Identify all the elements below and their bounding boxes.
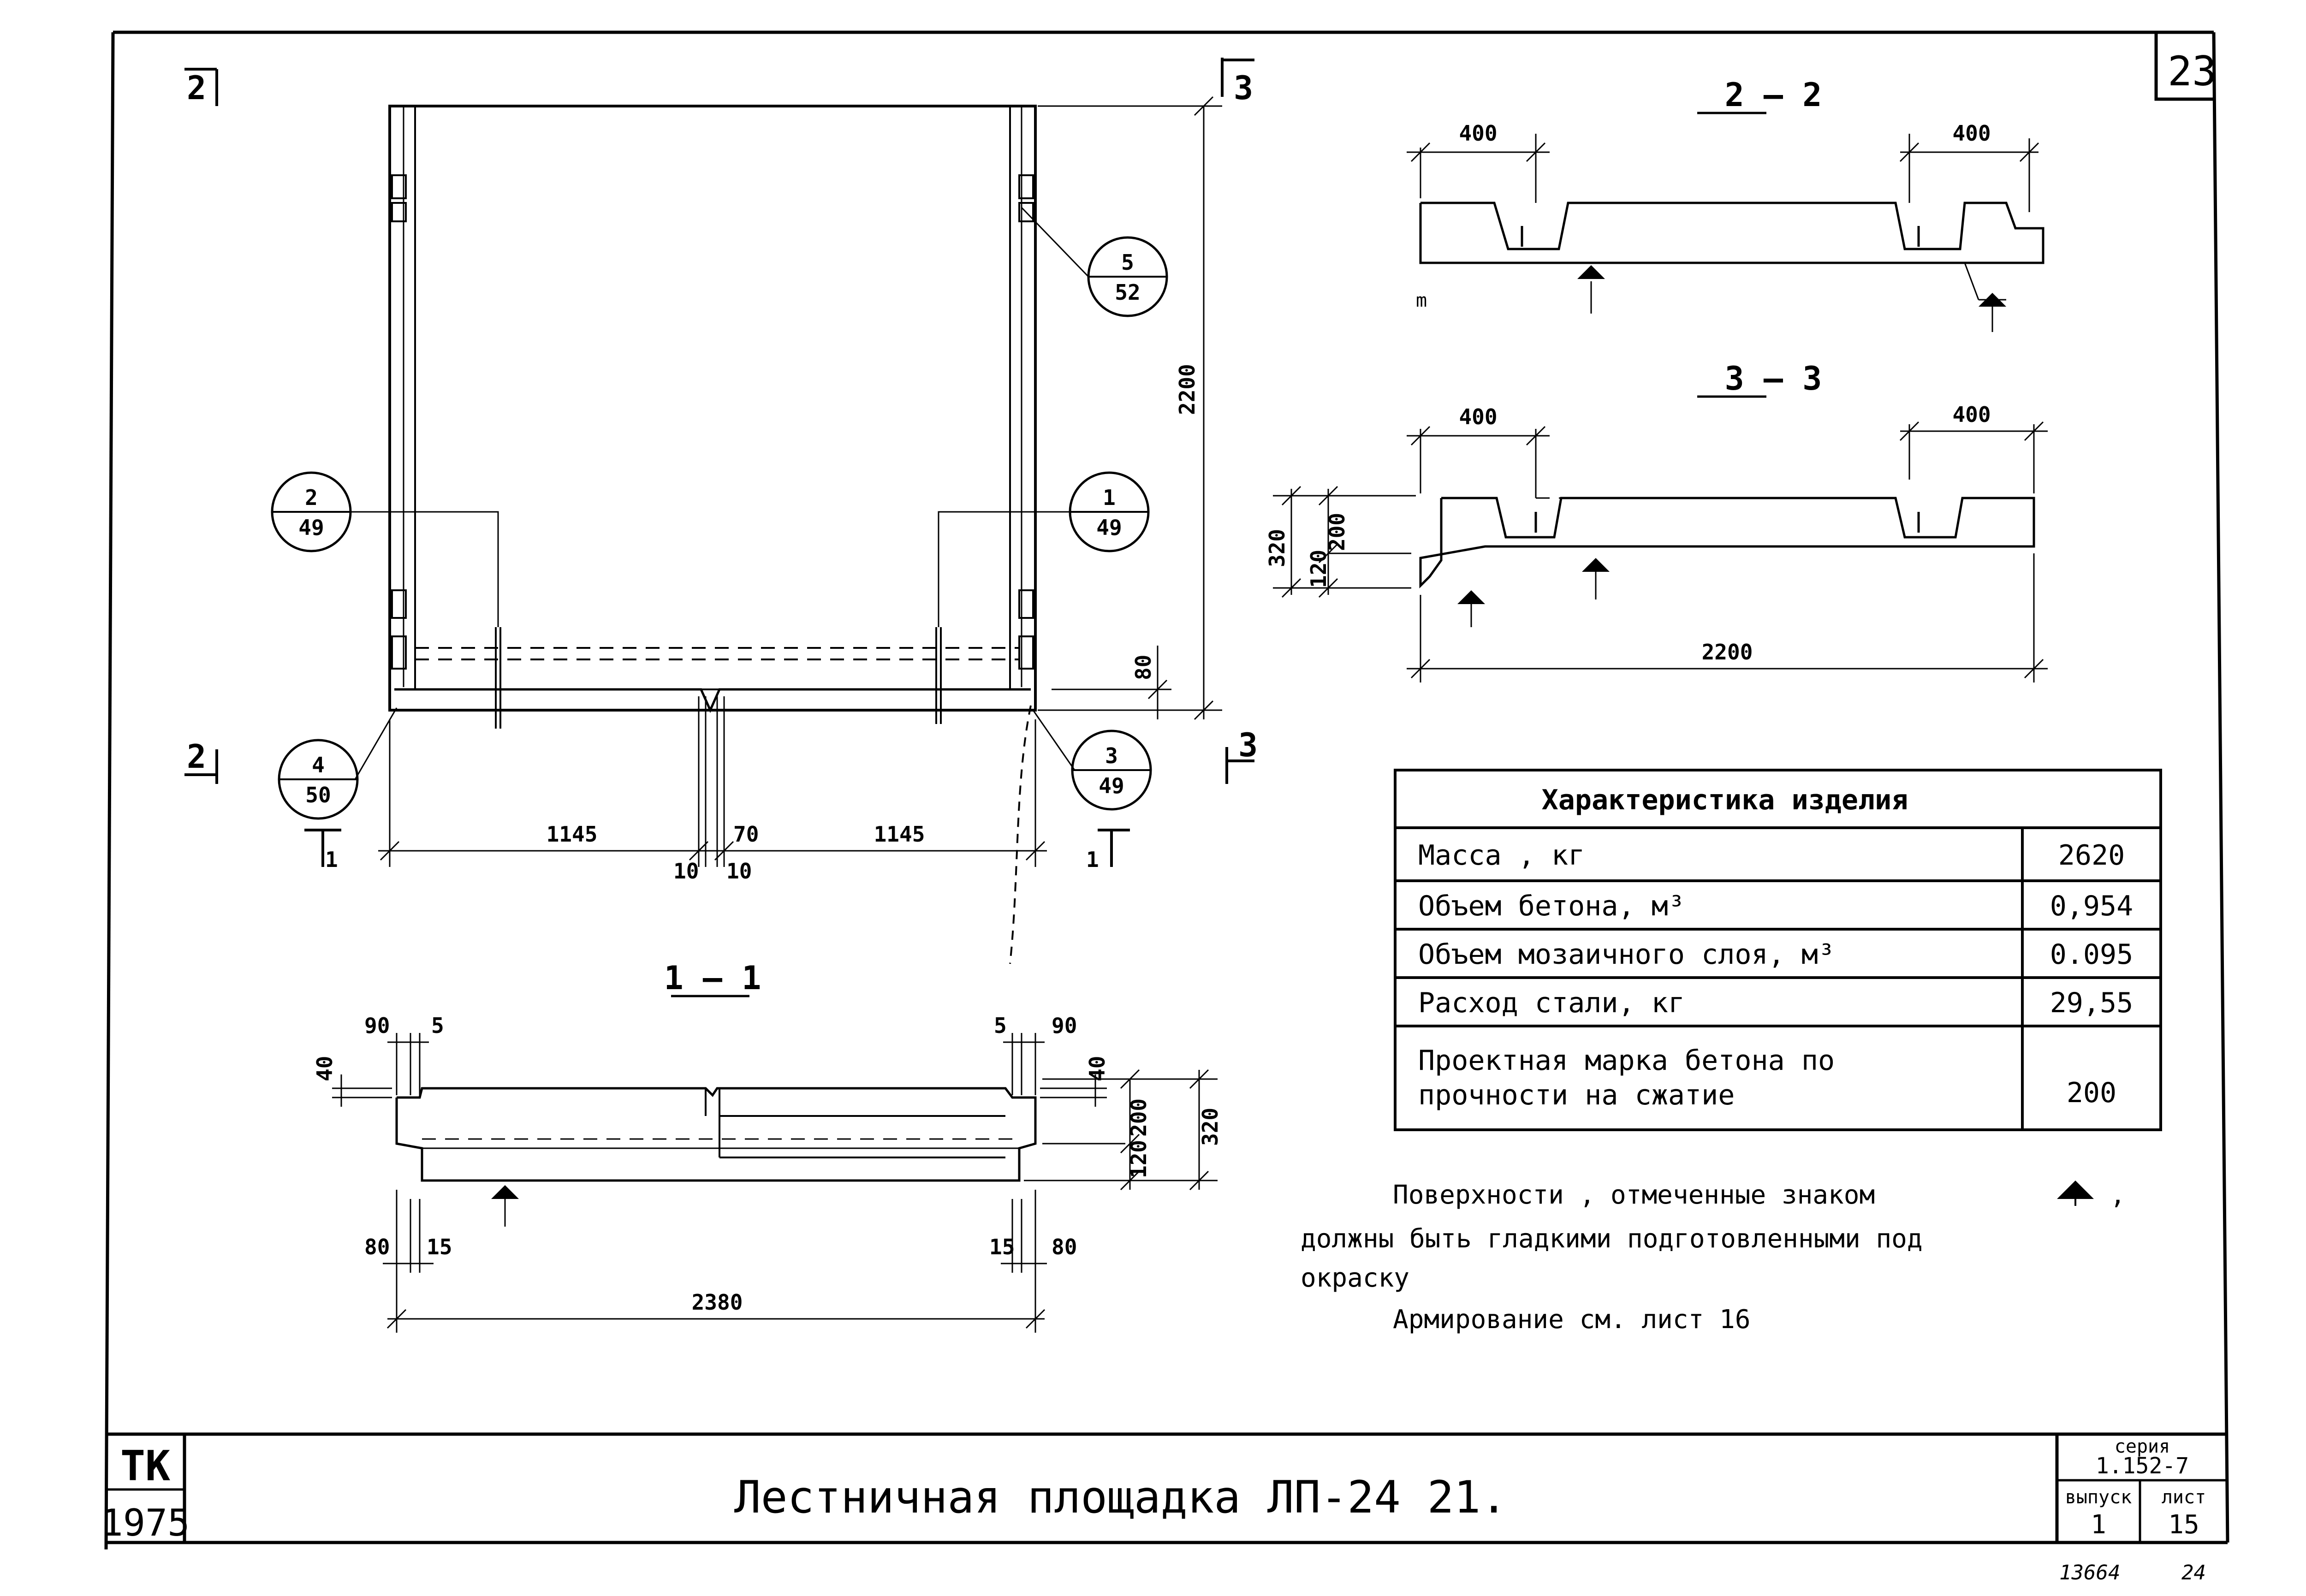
inventory-stamp: 13664 24 [2059,1561,2206,1584]
callout-2-49-bottom: 49 [298,515,324,540]
callout-4-50: 4 50 [278,707,398,820]
table-row-label: Объем бетона, м³ [1418,890,1685,922]
section-1-1-dim-15-right: 15 [989,1234,1015,1259]
note-line-1: Поверхности , отмеченные знаком [1393,1180,1875,1210]
sheet-number: 15 [2168,1510,2199,1540]
sheet-frame [104,30,2229,1550]
cut-mark-3-bottom: 3 [1238,726,1258,764]
cut-mark-3-top: 3 [1234,69,1253,107]
table-row-label: Расход стали, кг [1418,987,1685,1019]
section-1-1-dim-90-left: 90 [364,1013,390,1038]
cut-mark-1-right: 1 [1086,847,1099,872]
section-2-2-dim-400-right: 400 [1952,121,1991,146]
section-1-1-dim-2380: 2380 [692,1290,743,1315]
callout-3-49-top: 3 [1105,743,1118,768]
issue-label: выпуск [2065,1487,2132,1508]
section-2-2-dim-400-left: 400 [1459,121,1497,146]
callout-1-49-bottom: 49 [1096,515,1122,540]
cut-mark-2-top: 2 [187,69,206,107]
section-1-1-dim-80-left: 80 [364,1234,390,1259]
drawing-title: Лестничная площадка ЛП-24 21. [734,1471,1507,1523]
plan-dim-2200: 2200 [1175,364,1200,415]
table-row-value: 2620 [2058,839,2125,872]
section-3-3-dim-320: 320 [1265,529,1290,567]
section-1-1-dim-80-right: 80 [1052,1234,1077,1259]
section-2-2-side-mark: m [1416,290,1427,311]
note-line-1-end: , [2110,1180,2126,1210]
section-1-1-dim-15-left: 15 [427,1234,452,1259]
callout-5-52: 5 52 [1021,207,1168,317]
callout-5-52-bottom: 52 [1115,280,1140,305]
section-1-1-dim-320: 320 [1198,1108,1223,1146]
inventory-sheet: 24 [2181,1561,2206,1584]
section-1-1-title: 1 — 1 [664,959,761,997]
section-1-1-dim-40-right: 40 [1085,1056,1110,1081]
cut-mark-1-left: 1 [325,847,338,872]
section-1-1-dim-200: 200 [1126,1098,1151,1137]
section-3-3-dim-2200: 2200 [1702,640,1753,665]
plan-dim-10-left: 10 [673,859,699,884]
series-number: 1.152-7 [2096,1453,2189,1479]
table-row-label: Объем мозаичного слоя, м³ [1418,938,1835,971]
callout-4-50-top: 4 [312,753,325,777]
plan-dim-70: 70 [733,822,759,847]
sheet-label: лист [2162,1487,2206,1508]
surface-mark-icon [2057,1181,2094,1199]
project-year: 1975 [101,1501,190,1544]
table-row-value: 200 [2067,1077,2116,1109]
table-row-value: 0,954 [2050,890,2134,922]
page-number: 23 [2168,47,2217,95]
callout-2-49-top: 2 [305,485,318,510]
section-1-1-dim-5-right: 5 [994,1013,1007,1038]
table-header: Характеристика изделия [1542,784,1908,816]
cut-mark-2-bottom: 2 [187,738,206,776]
table-row-label: Проектная марка бетона по [1418,1044,1835,1077]
plan-dim-80: 80 [1131,655,1156,680]
table-row-label: прочности на сжатие [1418,1079,1735,1111]
section-1-1-dim-40-left: 40 [312,1056,337,1081]
table-row-value: 0.095 [2050,938,2134,971]
plan-dim-1145-left: 1145 [547,822,598,847]
section-1-1-dim-120: 120 [1126,1140,1151,1178]
callout-1-49: 1 49 [938,471,1150,627]
callout-2-49: 2 49 [271,471,499,627]
note-line-4: Армирование см. лист 16 [1393,1305,1750,1335]
section-1-1: 1 — 1 [312,959,1223,1333]
section-3-3-dim-400-right: 400 [1952,402,1991,427]
section-2-2: 2 — 2 400 400 m [1407,76,2044,332]
plan-dim-10-right: 10 [726,859,752,884]
plan-view: 2 3 2 3 1 1 5 52 2 49 1 49 [184,58,1258,884]
series-label: серия [2115,1436,2170,1457]
section-3-3-dim-200: 200 [1325,513,1349,551]
callout-3-49: 3 49 [1032,710,1152,811]
callout-5-52-top: 5 [1121,250,1134,275]
section-3-3: 3 – 3 [1265,360,2048,682]
section-2-2-title: 2 — 2 [1725,76,1822,114]
org-code: ТК [120,1442,170,1490]
characteristics-table: Характеристика изделия Масса , кг 2620 О… [1394,769,2162,1131]
section-1-1-dim-90-right: 90 [1052,1013,1077,1038]
section-3-3-dim-400-left: 400 [1459,404,1497,429]
note-line-3: окраску [1301,1263,1409,1293]
callout-1-49-top: 1 [1103,485,1116,510]
issue-number: 1 [2091,1510,2106,1540]
inventory-number: 13664 [2059,1561,2120,1584]
callout-4-50-bottom: 50 [305,783,331,807]
callout-3-49-bottom: 49 [1099,773,1124,798]
section-1-1-dim-5-left: 5 [431,1013,444,1038]
table-row-value: 29,55 [2050,987,2134,1019]
table-row-label: Масса , кг [1418,839,1585,872]
section-3-3-title: 3 – 3 [1725,360,1822,398]
page-number-box: 23 [2154,32,2217,101]
notes: Поверхности , отмеченные знаком , должны… [1301,1180,2126,1335]
note-line-2: должны быть гладкими подготовленными под [1301,1224,1923,1254]
title-block: ТК 1975 Лестничная площадка ЛП-24 21. се… [101,1436,2228,1544]
plan-dim-1145-right: 1145 [874,822,925,847]
section-3-3-dim-120: 120 [1306,550,1331,588]
